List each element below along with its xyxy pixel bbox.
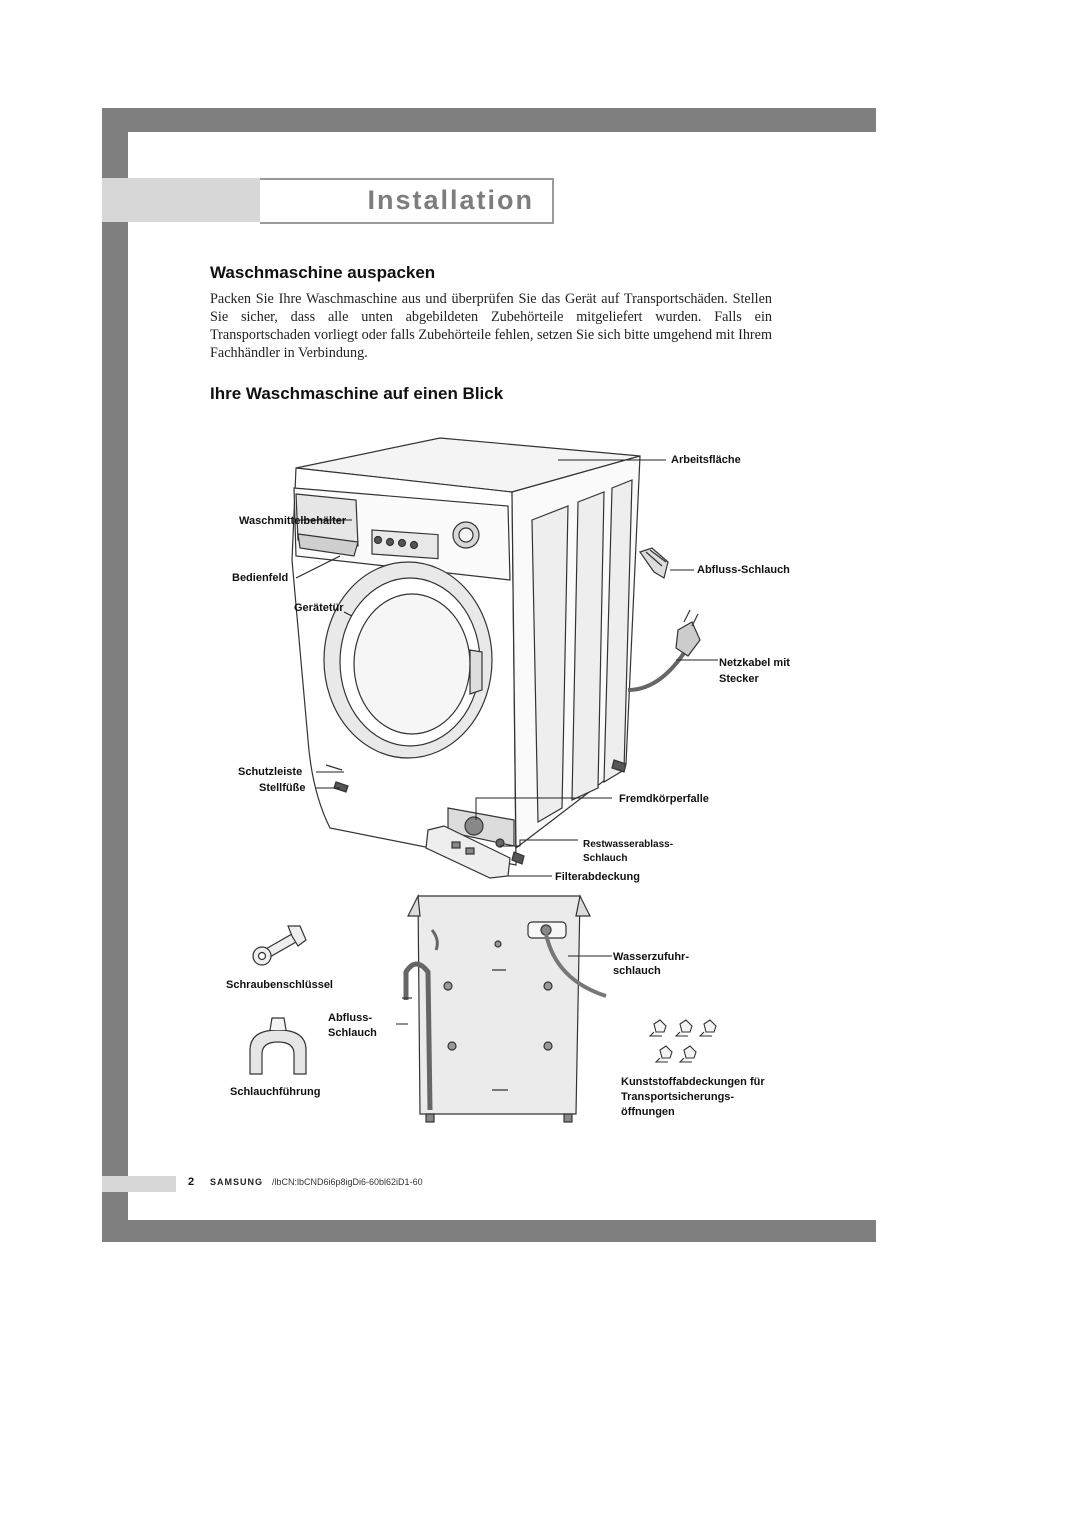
brand-name: SAMSUNG xyxy=(210,1177,264,1187)
label-arbeitsflaeche: Arbeitsfläche xyxy=(671,454,741,466)
label-kunststoff-line2: Transportsicherungs- xyxy=(621,1091,735,1103)
footer-band xyxy=(102,1176,176,1192)
section-heading-overview: Ihre Waschmaschine auf einen Blick xyxy=(210,384,504,403)
rear-drain-hose xyxy=(403,961,433,1111)
water-inlet-hose xyxy=(544,933,607,998)
label-netzkabel-line2: Stecker xyxy=(719,673,759,685)
transport-caps-icon xyxy=(648,1019,717,1063)
label-stellfuesse: Stellfüße xyxy=(259,782,306,794)
label-geraetetuer: Gerätetür xyxy=(294,602,344,614)
section-heading-unpacking: Waschmaschine auspacken xyxy=(210,263,436,282)
label-waschmittelbehaelter: Waschmittelbehälter xyxy=(239,515,347,527)
label-abfluss2-line2: Schlauch xyxy=(328,1027,377,1039)
title-box xyxy=(260,178,554,224)
spanner-icon xyxy=(252,925,307,966)
label-abfluss-schlauch: Abfluss-Schlauch xyxy=(697,564,790,576)
label-schlauchfuehrung: Schlauchführung xyxy=(230,1086,321,1098)
label-restwasser-line1: Restwasserablass- xyxy=(583,839,674,850)
page-frame-top xyxy=(102,108,876,132)
label-kunststoff-line1: Kunststoffabdeckungen für xyxy=(621,1076,765,1088)
rear-view xyxy=(402,893,607,1123)
page-frame-bottom xyxy=(102,1220,876,1242)
label-schutzleiste: Schutzleiste xyxy=(238,766,303,778)
label-bedienfeld: Bedienfeld xyxy=(232,572,289,584)
label-netzkabel-line1: Netzkabel mit xyxy=(719,657,790,669)
label-kunststoff-line3: öffnungen xyxy=(621,1106,675,1118)
document-code: /lbCN:lbCND6i6p8igDi6-60bl62iD1-60 xyxy=(272,1177,423,1187)
label-wasserzufuhr-line1: Wasserzufuhr- xyxy=(613,951,689,963)
label-schraubenschluessel: Schraubenschlüssel xyxy=(226,979,333,991)
unpacking-paragraph: Packen Sie Ihre Waschmaschine aus und üb… xyxy=(210,291,772,361)
power-cable xyxy=(627,648,688,692)
page-number: 2 xyxy=(188,1176,195,1188)
label-wasserzufuhr-line2: schlauch xyxy=(613,965,661,977)
hose-guide-icon xyxy=(249,1017,307,1075)
label-abfluss2-line1: Abfluss- xyxy=(328,1012,372,1024)
filter-cap xyxy=(464,816,484,836)
label-filterabdeckung: Filterabdeckung xyxy=(555,871,640,883)
label-restwasser-line2: Schlauch xyxy=(583,853,628,864)
page-frame-left xyxy=(102,108,128,1242)
page-title: Installation xyxy=(367,185,534,215)
label-fremdkoerperfalle: Fremdkörperfalle xyxy=(619,793,709,805)
drain-hose xyxy=(639,547,669,579)
leader-lines xyxy=(295,459,718,1025)
